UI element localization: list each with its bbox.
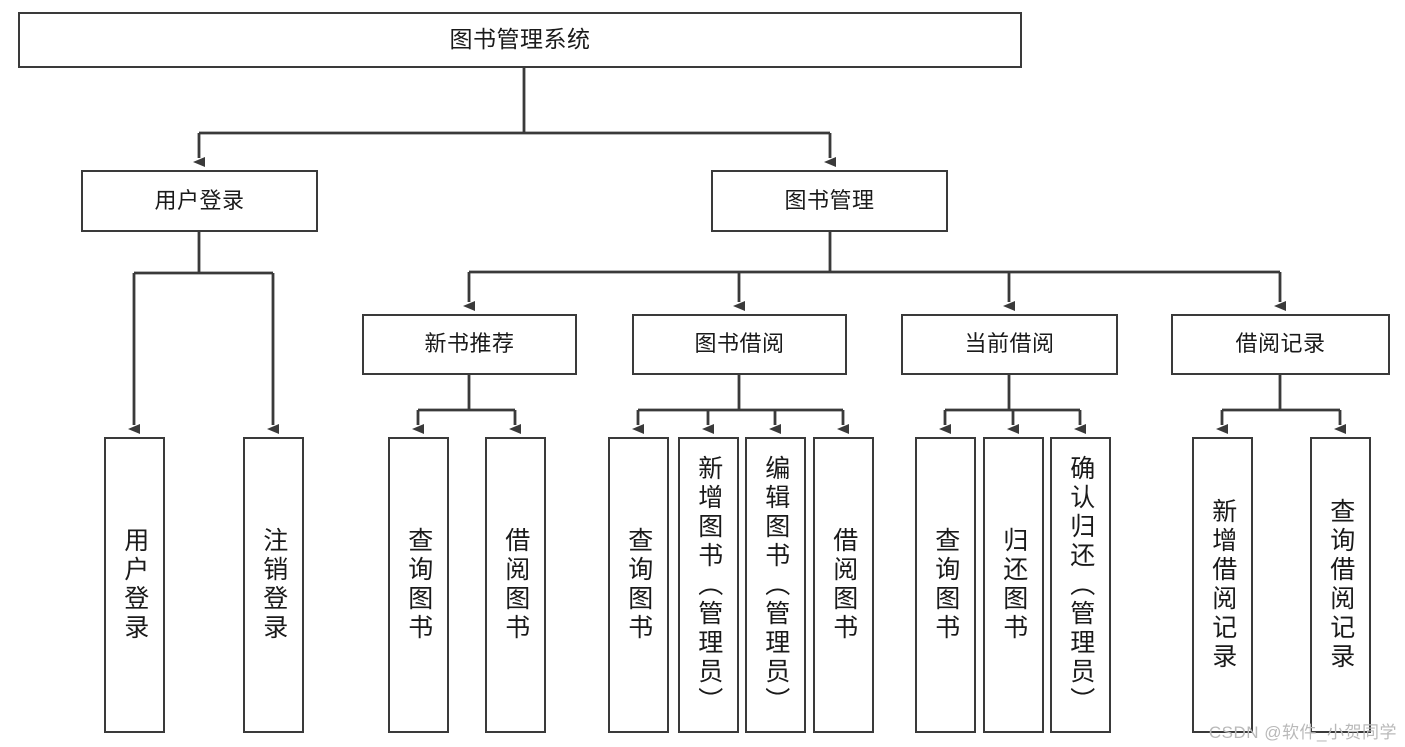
leaf-current-borrow-confirm-return[interactable]: 确认归还（管理员） xyxy=(1050,437,1111,733)
node-label: 新增图书（管理员） xyxy=(694,454,723,716)
node-label: 查询借阅记录 xyxy=(1326,498,1355,672)
node-user-login[interactable]: 用户登录 xyxy=(81,170,318,232)
node-label: 确认归还（管理员） xyxy=(1066,454,1095,716)
node-new-book-recommend[interactable]: 新书推荐 xyxy=(362,314,577,375)
node-label: 新增借阅记录 xyxy=(1208,498,1237,672)
leaf-new-book-borrow[interactable]: 借阅图书 xyxy=(485,437,546,733)
leaf-current-borrow-query[interactable]: 查询图书 xyxy=(915,437,976,733)
node-root-system[interactable]: 图书管理系统 xyxy=(18,12,1022,68)
leaf-user-login-logout[interactable]: 注销登录 xyxy=(243,437,304,733)
node-label: 编辑图书（管理员） xyxy=(761,454,790,716)
leaf-book-borrow-edit[interactable]: 编辑图书（管理员） xyxy=(745,437,806,733)
node-label: 查询图书 xyxy=(404,527,433,643)
leaf-book-borrow-borrow[interactable]: 借阅图书 xyxy=(813,437,874,733)
node-book-borrow[interactable]: 图书借阅 xyxy=(632,314,847,375)
node-label: 查询图书 xyxy=(931,527,960,643)
node-label: 用户登录 xyxy=(154,187,245,213)
node-label: 图书管理 xyxy=(784,187,875,213)
leaf-book-borrow-add[interactable]: 新增图书（管理员） xyxy=(678,437,739,733)
node-current-borrow[interactable]: 当前借阅 xyxy=(901,314,1118,375)
watermark: CSDN @软件_小贺同学 xyxy=(1208,723,1397,742)
node-borrow-record[interactable]: 借阅记录 xyxy=(1171,314,1390,375)
node-label: 归还图书 xyxy=(999,527,1028,643)
leaf-user-login-login[interactable]: 用户登录 xyxy=(104,437,165,733)
node-label: 查询图书 xyxy=(624,527,653,643)
leaf-borrow-record-query[interactable]: 查询借阅记录 xyxy=(1310,437,1371,733)
leaf-borrow-record-add[interactable]: 新增借阅记录 xyxy=(1192,437,1253,733)
node-label: 借阅记录 xyxy=(1235,331,1326,357)
node-label: 用户登录 xyxy=(120,527,149,643)
leaf-current-borrow-return[interactable]: 归还图书 xyxy=(983,437,1044,733)
node-label: 新书推荐 xyxy=(424,331,515,357)
leaf-book-borrow-query[interactable]: 查询图书 xyxy=(608,437,669,733)
node-label: 图书借阅 xyxy=(694,331,785,357)
leaf-new-book-query[interactable]: 查询图书 xyxy=(388,437,449,733)
node-label: 当前借阅 xyxy=(964,331,1055,357)
node-book-management[interactable]: 图书管理 xyxy=(711,170,948,232)
node-label: 借阅图书 xyxy=(829,527,858,643)
node-label: 借阅图书 xyxy=(501,527,530,643)
node-label: 注销登录 xyxy=(259,527,288,643)
node-label: 图书管理系统 xyxy=(449,26,591,53)
